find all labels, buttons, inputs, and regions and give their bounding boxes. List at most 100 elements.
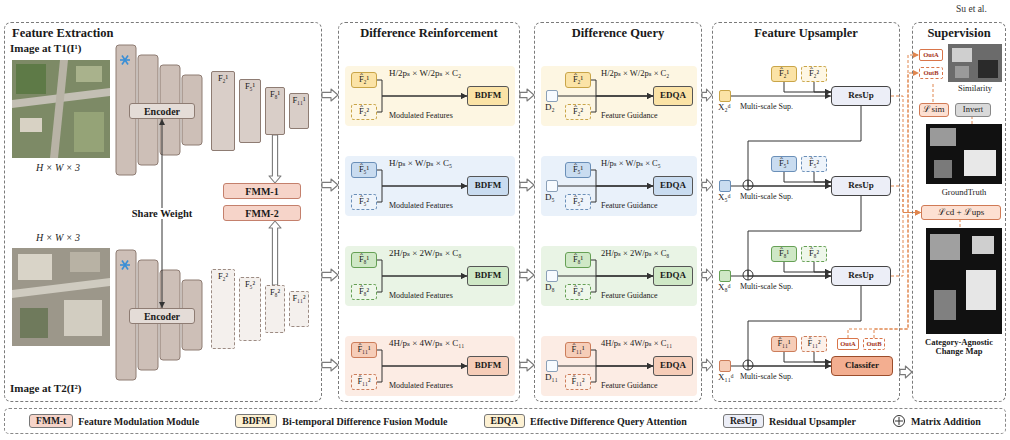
icon-stroke [122, 56, 128, 65]
decoder-feature: X₁₁ᵈ [719, 360, 731, 372]
tensor-shape: H/pₛ × W/pₛ × C₅ [389, 159, 452, 169]
query-token: D₈ [546, 270, 558, 282]
module-box: BDFM [467, 266, 509, 286]
feature-tile: F̂₁₁² [565, 374, 591, 390]
box-label: Classifer [845, 361, 879, 371]
map-patch [972, 236, 994, 254]
box-label: BDFM [475, 181, 502, 191]
box-label: EDQA [660, 91, 686, 101]
feature-tile: F̂₅¹ [771, 156, 797, 172]
legend-abbrev: EDQA [491, 416, 518, 426]
image-building [64, 300, 102, 336]
box-label: F₈² [270, 288, 280, 297]
running-header: Su et al. [956, 4, 987, 14]
stage-panel: Difference ReinforcementH/2pₛ × W/2pₛ × … [338, 22, 520, 402]
feature-band: H/pₛ × W/pₛ × C₅Modulated FeaturesF̂₅¹F̂… [345, 156, 515, 216]
box-label: F̂₂¹ [573, 75, 583, 84]
supervision-note: Multi-scale Sup. [740, 103, 793, 112]
hollow-arrow [520, 89, 534, 101]
hollow-arrow [702, 179, 712, 191]
feature-tile: F̂₂² [801, 66, 827, 82]
legend-swatch: BDFM [235, 414, 277, 428]
box-label: F₁₁¹ [292, 96, 305, 105]
band-fill [541, 246, 697, 306]
feature-map: F₂² [211, 269, 235, 349]
module-box: FMM-1 [223, 183, 301, 199]
legend-text: Bi-temporal Difference Fusion Module [282, 416, 447, 427]
output-tile: OutA [837, 338, 859, 350]
box-label: ℒsim [923, 105, 944, 115]
feature-tile: F̂₈¹ [351, 252, 377, 268]
map-caption: GroundTruth [926, 188, 1002, 197]
feature-tile: F̂₅² [565, 194, 591, 210]
module-box: ResUp [831, 176, 891, 196]
edge-label: Share Weight [130, 208, 195, 220]
band-caption: Feature Guidance [601, 112, 658, 121]
output-tile: OutA [919, 49, 943, 61]
box-label: F̂₁₁¹ [357, 345, 370, 354]
flow-arrow [377, 96, 467, 112]
box-label: F̂₁₁² [571, 377, 584, 386]
box-label: X₈ᵈ [718, 283, 730, 293]
legend-swatch: EDQA [484, 414, 525, 428]
module-box: EDQA [653, 266, 693, 286]
invert-box: Invert [955, 103, 991, 117]
legend-entry: Matrix Addition [892, 414, 981, 428]
module-box: EDQA [653, 176, 693, 196]
module-box: ResUp [831, 266, 891, 286]
legend-abbrev: ResUp [730, 416, 757, 426]
box-label: F̂₂² [359, 107, 369, 116]
output-tile: OutB [863, 338, 885, 350]
encoder-layers [116, 45, 202, 380]
flow-arrow [814, 352, 831, 362]
feature-tile: F̂₈¹ [771, 246, 797, 262]
flow-arrow [814, 82, 831, 92]
band-caption: Modulated Features [389, 202, 453, 211]
image-building [70, 252, 100, 272]
supervision-arrow [891, 186, 921, 213]
hollow-arrow [269, 221, 281, 285]
box-label: OutA [840, 340, 856, 347]
tensor-shape: H/2pₛ × W/2pₛ × C₂ [601, 69, 669, 78]
box-label: F̂₈¹ [779, 249, 789, 258]
box-label: D₅ [545, 193, 555, 203]
hollow-arrow [322, 359, 338, 371]
hollow-arrow [520, 359, 534, 371]
tensor-shape: 4H/pₛ × 4W/pₛ × C₁₁ [389, 339, 465, 349]
flow-arrow [591, 260, 653, 276]
band-fill [345, 336, 515, 396]
box-label: F₁₁² [292, 294, 305, 303]
box-label: F₈¹ [270, 90, 280, 99]
connectors [162, 55, 921, 382]
feature-tile: F̂₁₁¹ [565, 342, 591, 358]
image-field [74, 112, 104, 152]
map-patch [964, 150, 996, 176]
flow-arrow [591, 170, 653, 186]
box-label: F̂₁₁² [357, 377, 370, 386]
box-label: FMM-2 [245, 208, 278, 219]
flow-arrow [377, 260, 467, 276]
band-fill [541, 66, 697, 126]
box-label: F̂₁₁¹ [777, 339, 790, 348]
classifier-box: Classifer [831, 356, 893, 376]
box-label: BDFM [475, 91, 502, 101]
legend-abbrev: FMM-t [36, 416, 66, 426]
band-fills [345, 66, 697, 396]
flow-arrow [748, 286, 861, 366]
legend-text: Effective Difference Query Attention [530, 416, 687, 427]
box-label: BDFM [475, 361, 502, 371]
feature-tile: F̂₂² [351, 104, 377, 120]
module-box: EDQA [653, 356, 693, 376]
query-band: 4H/pₛ × 4W/pₛ × C₁₁Feature GuidanceD₁₁F̂… [541, 336, 697, 396]
band-fill [345, 156, 515, 216]
feature-map: F₁₁² [289, 291, 309, 327]
feature-tile: F̂₁₁² [801, 336, 827, 352]
module-box: FMM-2 [223, 205, 301, 221]
box-label: Encoder [144, 311, 180, 322]
box-label: F₅¹ [245, 82, 255, 91]
panel-title: Difference Query [535, 27, 701, 41]
flow-arrow [731, 96, 831, 97]
icon-stroke [122, 261, 128, 270]
feature-tile: F̂₈² [351, 284, 377, 300]
